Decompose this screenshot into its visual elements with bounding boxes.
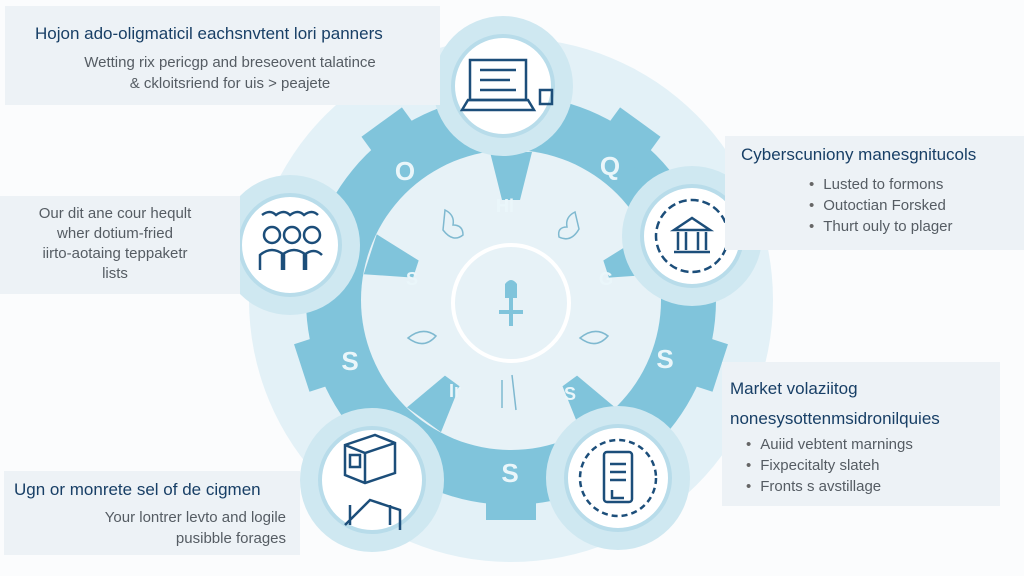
eye-icon — [578, 330, 610, 345]
panel-title: Hojon ado-oligmaticil eachsnvtent lori p… — [35, 24, 383, 43]
building-box-icon — [343, 433, 402, 530]
spoke-glyph: Hl — [496, 196, 514, 216]
node-people[interactable] — [220, 175, 360, 315]
eye-icon — [406, 330, 438, 345]
bullet-item: Fixpecitalty slateh — [746, 455, 913, 476]
gear-letter: S — [656, 344, 673, 374]
spoke-glyph: S — [406, 269, 418, 289]
panel-line: iirto-aotaing teppaketr — [42, 245, 188, 262]
gear-letter: S — [501, 458, 518, 488]
panel-title: nonesysottenmsidronilquies — [730, 409, 940, 428]
bullet-item: Lusted to formons — [809, 174, 953, 195]
bullet-item: Outoctian Forsked — [809, 195, 953, 216]
node-building[interactable] — [300, 408, 444, 552]
panel-line: Your lontrer levto and logile — [104, 509, 286, 526]
hand-icon — [442, 208, 464, 239]
panel-title: Cyberscuniony manesgnitucols — [741, 145, 977, 164]
panel-line: Wetting rix pericgp and breseovent talat… — [84, 54, 376, 71]
panel-left: Our dit ane cour heqult wher dotium-frie… — [0, 196, 240, 294]
panel-line: wher dotium-fried — [57, 225, 173, 242]
gear-letter: O — [395, 156, 415, 186]
inner-sketch-icons — [406, 208, 610, 411]
spoke-glyph: S — [564, 384, 576, 404]
panel-top-left: Hojon ado-oligmaticil eachsnvtent lori p… — [5, 6, 440, 105]
panel-bottom-right: Market volaziitog nonesysottenmsidronilq… — [722, 362, 1000, 506]
spoke-glyph: G — [599, 269, 613, 289]
spoke-glyph: Ir — [449, 381, 461, 401]
gear-letter: S — [341, 346, 358, 376]
mobile-chain-icon — [578, 438, 658, 518]
panel-line: & ckloitsriend for uis > peajete — [129, 75, 331, 92]
panel-title: Ugn or monrete sel of de cigmen — [14, 480, 261, 499]
panel-line: Our dit ane cour heqult — [38, 205, 192, 222]
bullet-item: Fronts s avstillage — [746, 476, 913, 497]
people-group-icon — [258, 210, 323, 270]
bullet-item: Auiid vebtent marnings — [746, 434, 913, 455]
panel-right: Cyberscuniony manesgnitucols Lusted to f… — [725, 136, 1024, 250]
center-hub[interactable] — [451, 243, 571, 363]
gear-letter: Q — [600, 151, 620, 181]
panel-bottom-left: Ugn or monrete sel of de cigmen Your lon… — [4, 471, 300, 555]
panel-title: Market volaziitog — [730, 379, 858, 398]
bullet-item: Thurt ouly to plager — [809, 216, 952, 237]
pen-icon — [501, 374, 517, 411]
panel-line: lists — [102, 265, 128, 282]
panel-line: pusibble forages — [175, 530, 286, 547]
hand-icon — [557, 210, 580, 240]
laptop-document-icon — [459, 58, 554, 112]
node-mobile[interactable] — [546, 406, 690, 550]
node-laptop[interactable] — [433, 16, 573, 156]
shovel-plus-icon — [499, 280, 523, 326]
